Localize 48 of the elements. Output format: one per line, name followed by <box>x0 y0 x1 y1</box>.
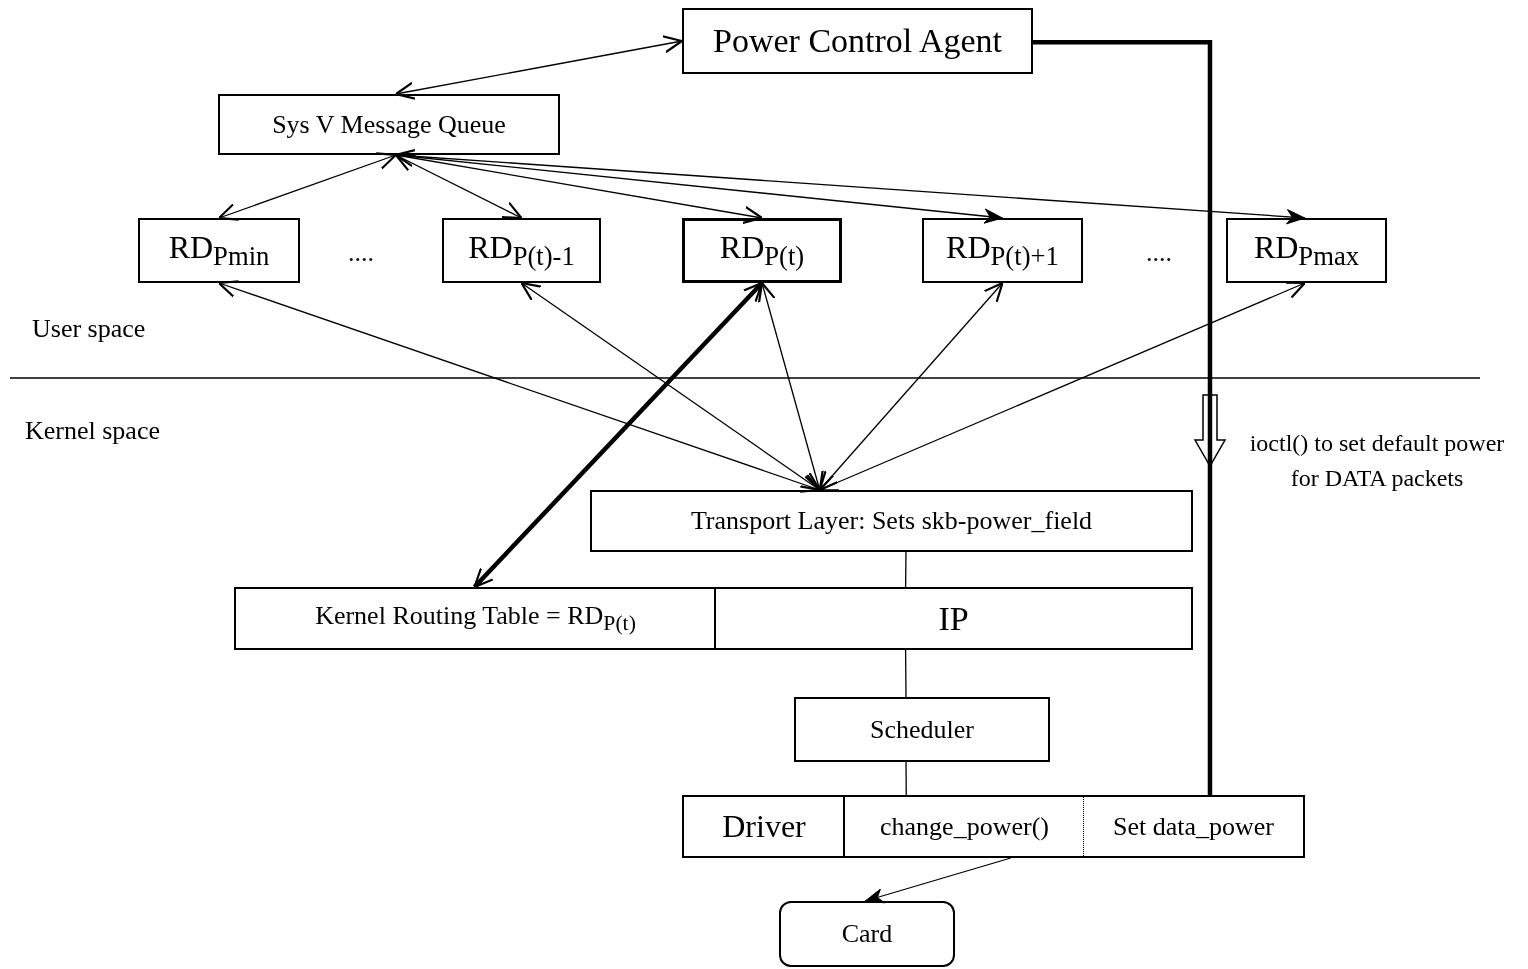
table-cell <box>234 587 715 650</box>
node-label: IP <box>938 599 969 638</box>
connector-line <box>904 649 907 698</box>
arrow <box>394 153 523 220</box>
node-label: Driver <box>722 808 806 845</box>
node-label: Card <box>841 919 893 949</box>
table-box <box>1226 218 1387 283</box>
arrow <box>394 35 684 100</box>
node-label: RD$_{P(t)+1}$ <box>946 228 1059 273</box>
table-box <box>682 218 842 283</box>
function-cell <box>1083 795 1305 858</box>
ellipsis-text: .... <box>348 238 374 268</box>
scheduler-box <box>794 697 1050 762</box>
connector-line <box>904 551 907 588</box>
region-label: User space <box>32 314 146 344</box>
node-label: Set data_power <box>1113 811 1274 842</box>
connector-line <box>1033 40 1213 795</box>
node-label: Kernel Routing Table = RD$_{P(t)}$ <box>315 600 636 637</box>
node-label: RD$_{Pmax}$ <box>1253 228 1360 273</box>
region-label: Kernel space <box>25 416 160 446</box>
queue-box <box>218 94 560 155</box>
arrow <box>864 857 1012 904</box>
arrow <box>818 281 1306 492</box>
arrow <box>395 154 1306 225</box>
arrow <box>818 281 1004 492</box>
node-label: Power Control Agent <box>713 22 1002 60</box>
node-label: Scheduler <box>870 714 974 745</box>
connector-line <box>905 761 907 796</box>
table-box <box>442 218 601 283</box>
note-text: ioctl() to set default power for DATA packets <box>1248 429 1506 493</box>
arrow <box>472 281 764 589</box>
table-box <box>922 218 1083 283</box>
driver-cell <box>682 795 844 858</box>
arrow <box>520 281 821 492</box>
layer-box <box>590 490 1193 552</box>
arrow <box>217 152 397 221</box>
node-label: RD$_{P(t)-1}$ <box>468 228 575 273</box>
node-label: change_power() <box>880 811 1049 842</box>
node-label: Transport Layer: Sets skb-power_field <box>690 506 1093 536</box>
function-cell <box>843 795 1084 858</box>
node-label: RD$_{P(t)}$ <box>719 228 805 273</box>
layer-cell <box>714 587 1193 650</box>
table-box <box>138 218 300 283</box>
node-label: RD$_{Pmin}$ <box>168 228 270 273</box>
card-box <box>779 901 955 967</box>
agent-box <box>682 8 1033 74</box>
ellipsis-text: .... <box>1146 238 1172 268</box>
node-label: Sys V Message Queue <box>272 109 506 140</box>
